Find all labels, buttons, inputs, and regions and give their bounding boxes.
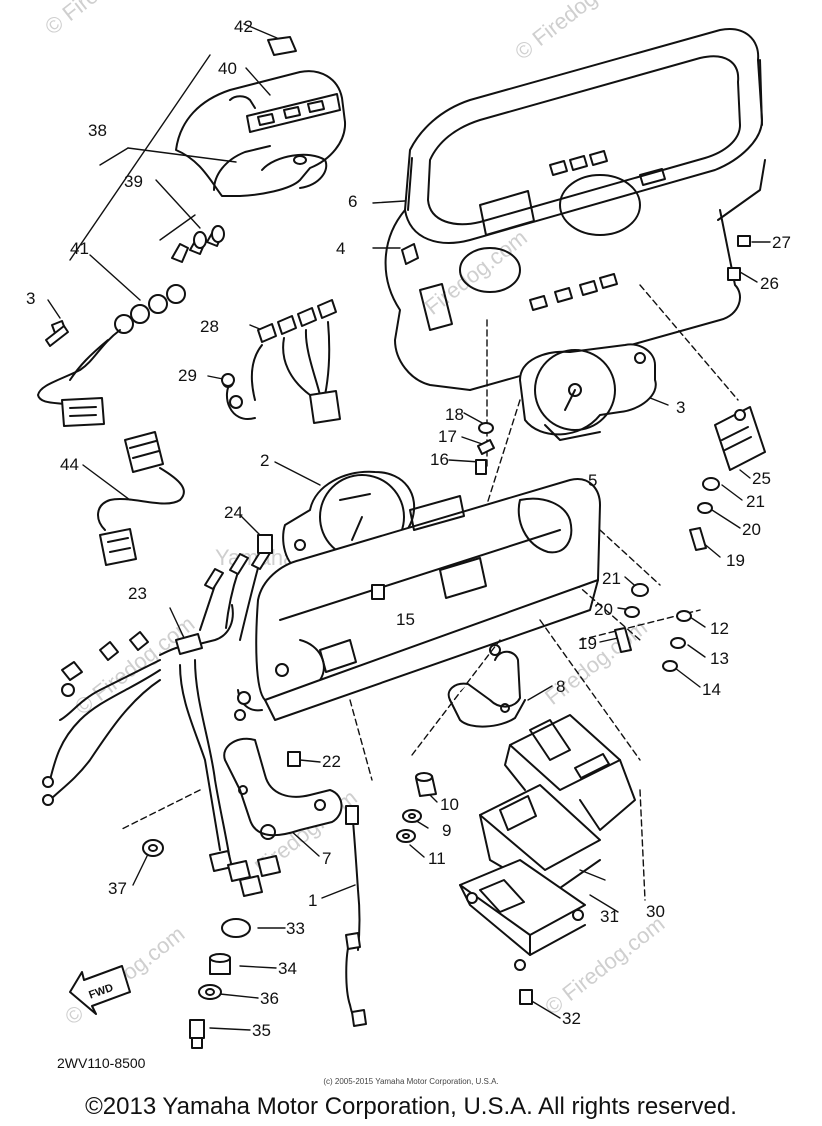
bulbs-part [171,225,225,263]
callout-11: 11 [428,849,446,868]
callout-3-right: 3 [676,398,686,417]
meter-case-part [255,478,601,721]
callout-23: 23 [128,584,147,603]
callout-31: 31 [600,907,619,926]
panel-assembly-part [459,714,636,971]
callout-12: 12 [710,619,729,638]
callout-44: 44 [60,455,79,474]
callout-4: 4 [336,239,346,258]
indicator-socket-harness [37,284,186,427]
callout-21-lower: 21 [602,569,621,588]
callout-16: 16 [430,450,449,469]
callout-29: 29 [178,366,197,385]
callout-9: 9 [442,821,452,840]
tachometer-part [519,343,657,441]
diagram-part-code: 2WV110-8500 [57,1055,146,1071]
main-wire-harness [42,548,281,897]
stay-bracket-part [447,644,526,728]
callout-22: 22 [322,752,341,771]
callout-2: 2 [260,451,270,470]
callout-24: 24 [224,503,243,522]
callout-18: 18 [445,405,464,424]
callout-38: 38 [88,121,107,140]
callout-1: 1 [308,891,318,910]
small-fasteners [45,235,751,1049]
callout-19-upper: 19 [726,551,745,570]
callout-8: 8 [556,677,566,696]
callout-6: 6 [348,192,358,211]
callout-26: 26 [760,274,779,293]
indicator-cover-part [175,36,347,197]
callout-37: 37 [108,879,127,898]
callout-33: 33 [286,919,305,938]
callout-42: 42 [234,17,253,36]
callout-10: 10 [440,795,459,814]
callout-39: 39 [124,172,143,191]
copyright-footer: ©2013 Yamaha Motor Corporation, U.S.A. A… [85,1093,737,1120]
switch-part [714,406,766,471]
callout-14: 14 [702,680,721,699]
callout-19-lower: 19 [578,634,597,653]
meter-cable-part [345,805,367,1027]
forward-arrow-icon: FWD [69,965,131,1015]
callout-35: 35 [252,1021,271,1040]
callout-3-left: 3 [26,289,36,308]
grommets-part [396,772,437,843]
callout-25: 25 [752,469,771,488]
leader-lines [47,23,771,1031]
meter-housing-part [384,28,766,391]
callout-17: 17 [438,427,457,446]
callout-7: 7 [322,849,332,868]
callout-15: 15 [396,610,415,629]
callout-41: 41 [70,239,89,258]
callout-30: 30 [646,902,665,921]
callout-32: 32 [562,1009,581,1028]
callout-36: 36 [260,989,279,1008]
small-copyright-notice: (c) 2005-2015 Yamaha Motor Corporation, … [323,1077,499,1086]
callout-21-upper: 21 [746,492,765,511]
callout-20-upper: 20 [742,520,761,539]
sub-harness [222,299,341,424]
callout-34: 34 [278,959,297,978]
meter-bracket-part [223,737,343,840]
callout-27: 27 [772,233,791,252]
callout-40: 40 [218,59,237,78]
callout-13: 13 [710,649,729,668]
callout-5: 5 [588,471,598,490]
callout-20-lower: 20 [594,600,613,619]
callout-28: 28 [200,317,219,336]
connector-harness [97,431,185,566]
